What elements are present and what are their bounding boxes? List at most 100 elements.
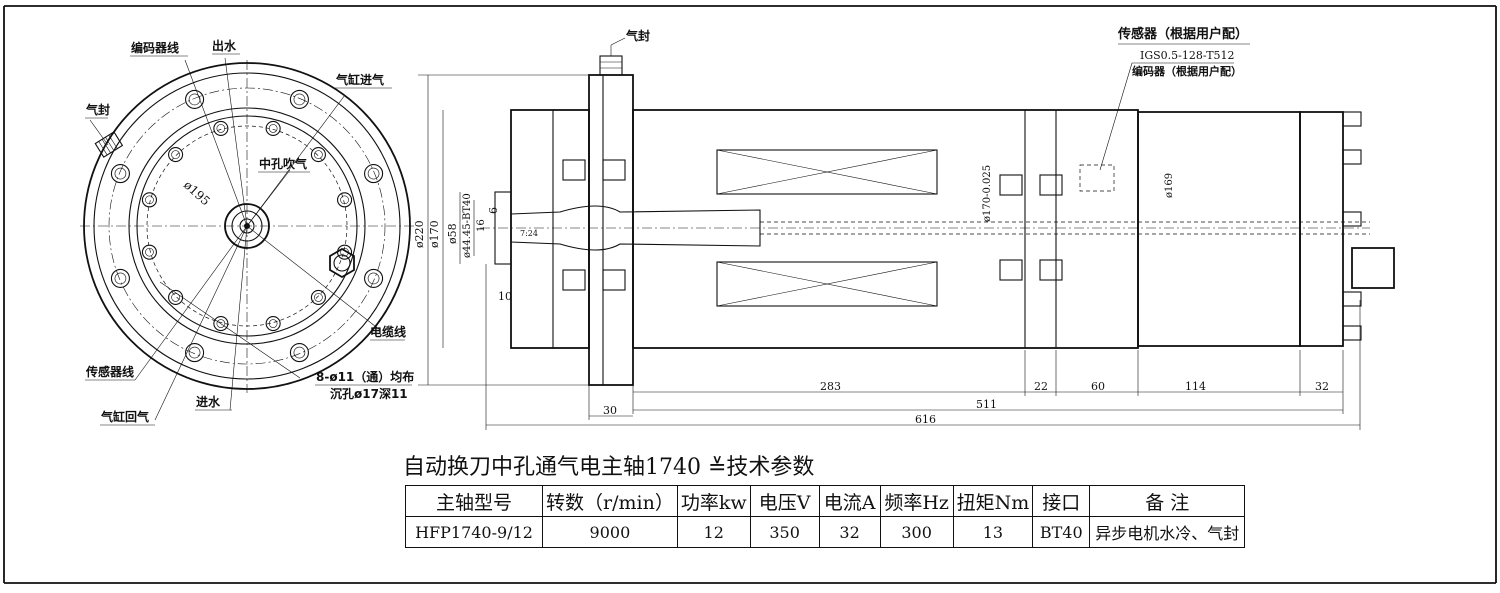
dim-10: 10 [498,290,512,303]
flange-plate [588,74,634,386]
dim-511: 511 [976,398,997,411]
dim-dia-170-tol: ø170-0.025 [982,165,993,222]
dim-32: 32 [1315,380,1329,393]
flange-holes [110,89,384,363]
flange-hole [110,268,130,288]
bolt-hole-bore [314,293,323,302]
header-speed: 转数（r/min） [542,485,678,517]
label-diameter-195: ø195 [181,178,213,209]
flange-hole [289,89,309,109]
bolt-hole [265,120,281,136]
leader-line [246,169,291,227]
dim-dia-220: ø220 [413,220,426,248]
spec-table: 主轴型号 转数（r/min） 功率kw 电压V 电流A 频率Hz 扭矩Nm 接口… [405,485,1246,548]
flange-hole-bore [367,167,380,180]
header-frequency: 频率Hz [879,485,954,517]
header-model: 主轴型号 [405,485,543,517]
bolt-hole [337,192,353,208]
rear-body [1137,111,1301,347]
spec-header-row: 主轴型号 转数（r/min） 功率kw 电压V 电流A 频率Hz 扭矩Nm 接口… [405,485,1246,517]
label-water-in: 进水 [196,394,221,409]
flange-hole-bore [114,167,127,180]
flange-hole-bore [114,272,127,285]
label-counterbore-spec: 沉孔ø17深11 [330,386,408,401]
flange-hole [364,268,384,288]
value-current: 32 [818,516,881,548]
bolt-hole-bore [314,150,323,159]
stator-top [716,149,938,195]
bolt-hole-bore [216,124,226,133]
header-current: 电流A [818,485,881,517]
leader-line [246,225,381,331]
label-sensor-wire: 传感器线 [85,364,134,379]
header-power: 功率kw [676,485,751,517]
label-sensor-model: IGS0.5-128-T512 [1140,49,1235,62]
dim-60: 60 [1091,380,1105,393]
label-holes-spec: 8-ø11（通）均布 [316,369,414,384]
spec-title: 自动换刀中孔通气电主轴1740 ≚技术参数 [403,455,815,480]
value-speed: 9000 [542,516,678,548]
dim-22: 22 [1034,380,1048,393]
leader-line [154,225,248,421]
bolt-hole-bore [216,319,226,328]
dim-283: 283 [820,380,841,393]
flange-hole [185,89,205,109]
flange-hole-bore [188,93,201,106]
bolt-hole [141,244,157,260]
flange-hole-bore [293,346,306,359]
label-cylinder-air-in: 气缸进气 [335,72,384,87]
label-air-seal-front: 气封 [85,102,110,117]
dim-dia-169: ø169 [1164,173,1175,198]
cable-gland-bore [333,254,351,272]
value-torque: 13 [952,516,1034,548]
label-encoder-wire: 编码器线 [130,40,179,55]
dim-taper: 7:24 [520,229,538,238]
bolt-hole [213,316,229,332]
value-power: 12 [676,516,751,548]
front-view: 编码器线 出水 气封 气缸进气 ø195 中孔吹气 电缆线 8-ø11（通）均布… [80,38,414,426]
air-seal-fitting-top [599,55,623,76]
flange-hole-bore [188,346,201,359]
bolt-hole [141,192,157,208]
value-notes: 异步电机水冷、气封 [1089,516,1246,548]
leader-line [184,59,248,227]
label-water-out: 出水 [212,38,237,53]
bolt-hole [213,120,229,136]
dim-616: 616 [915,413,936,426]
bolt-hole-bore [145,247,154,257]
bolt-hole [265,316,281,332]
bolt-hole [310,147,326,163]
value-model: HFP1740-9/12 [405,516,543,548]
header-notes: 备 注 [1089,485,1246,517]
dim-114: 114 [1185,380,1206,393]
spec-value-row: HFP1740-9/12 9000 12 350 32 300 13 BT40 … [405,516,1246,548]
label-cable: 电缆线 [370,324,406,339]
bolt-hole-bore [268,124,278,133]
flange-hole [289,343,309,363]
dim-16: 16 [476,219,487,232]
spindle-shaft [510,205,761,251]
main-body [632,109,1139,349]
leader-line [229,225,248,411]
label-air-seal-top: 气封 [625,28,650,43]
header-torque: 扭矩Nm [952,485,1034,517]
flange-hole-bore [367,272,380,285]
leader-line [224,57,248,227]
leader-line [246,94,346,227]
leader-line [89,119,109,146]
value-voltage: 350 [749,516,820,548]
bolt-hole [310,289,326,305]
flange-hole [185,343,205,363]
rear-cap [1299,111,1344,347]
label-cylinder-air-return: 气缸回气 [100,409,149,424]
cable-gland-hex [329,247,355,279]
value-interface: BT40 [1032,516,1091,548]
bolt-hole-bore [171,150,180,159]
label-sensor-note: 传感器（根据用户配） [1117,26,1248,42]
flange-hole-bore [293,93,306,106]
bolt-hole-bore [268,319,278,328]
air-seal-fitting [94,131,124,158]
header-interface: 接口 [1032,485,1091,517]
